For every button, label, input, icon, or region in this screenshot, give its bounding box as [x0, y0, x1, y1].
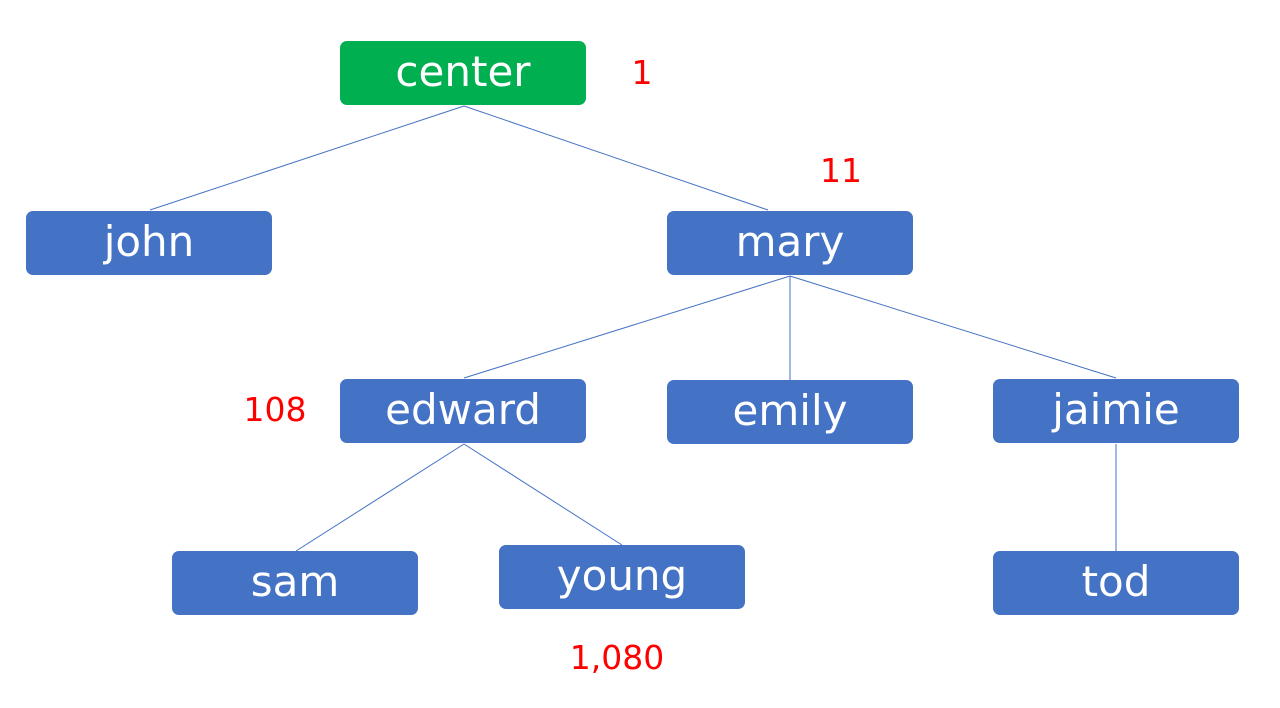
edge-center-mary [463, 105, 769, 211]
node-edward: edward [340, 379, 586, 443]
edge-mary-jaimie [789, 275, 1117, 379]
edge-center-john [149, 105, 465, 211]
node-young-label: young [556, 551, 688, 600]
count-center: 1 [631, 53, 653, 92]
node-young: young [499, 545, 745, 609]
count-edward: 108 [243, 390, 307, 429]
node-jaimie: jaimie [993, 379, 1239, 443]
edge-mary-edward [463, 275, 791, 379]
node-emily-label: emily [732, 386, 848, 435]
node-john-label: john [103, 217, 195, 266]
node-sam: sam [172, 551, 418, 615]
node-emily: emily [667, 380, 913, 444]
node-mary-label: mary [735, 217, 845, 266]
node-john: john [26, 211, 272, 275]
node-tod-label: tod [1081, 557, 1151, 606]
node-center-label: center [395, 47, 531, 96]
count-mary: 11 [820, 151, 862, 190]
node-sam-label: sam [250, 557, 340, 606]
node-edward-label: edward [385, 385, 541, 434]
node-jaimie-label: jaimie [1052, 385, 1180, 434]
edge-edward-young [463, 443, 623, 546]
node-tod: tod [993, 551, 1239, 615]
node-center: center [340, 41, 586, 105]
edge-edward-sam [295, 443, 465, 552]
count-young: 1,080 [569, 638, 665, 677]
node-mary: mary [667, 211, 913, 275]
